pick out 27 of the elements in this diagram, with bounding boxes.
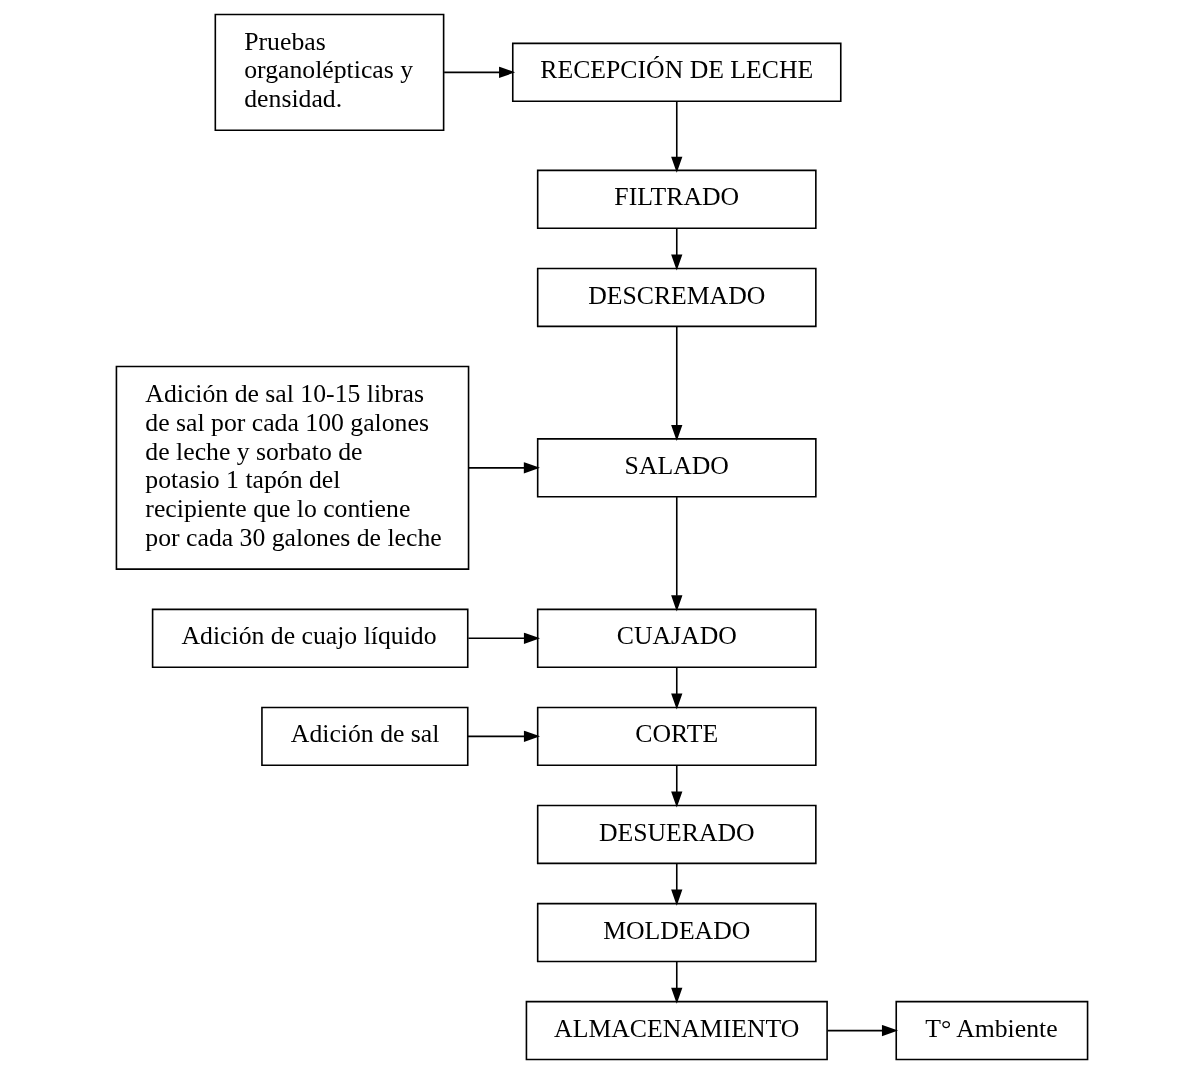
node-box: Adición de cuajo líquido: [151, 608, 469, 669]
node-box: Adición de sal 10-15 libras de sal por cada 100 galones de leche y sorbato de potasio 1 tapón del recipiente que lo contiene por cada 30 galones de leche: [115, 365, 470, 570]
node-box: SALADO: [536, 438, 817, 498]
arrow: [671, 325, 683, 442]
node-box: FILTRADO: [536, 169, 817, 230]
node-box: Adición de sal: [261, 706, 469, 767]
arrow: [671, 666, 683, 710]
node-box: DESCREMADO: [536, 267, 817, 328]
arrow: [671, 496, 683, 612]
arrow: [467, 632, 541, 644]
arrow: [671, 862, 683, 906]
node-box: MOLDEADO: [536, 902, 817, 963]
arrow: [671, 100, 683, 173]
arrow: [826, 1024, 899, 1037]
arrow: [443, 66, 516, 78]
node-box: DESUERADO: [536, 804, 817, 865]
arrow: [468, 462, 540, 474]
arrow: [671, 960, 683, 1004]
node-box: Pruebas organolépticas y densidad.: [214, 13, 445, 132]
arrow: [671, 764, 683, 808]
node-box: CUAJADO: [536, 608, 817, 669]
arrow: [671, 227, 683, 271]
node-box: T° Ambiente: [895, 1000, 1089, 1061]
node-box: ALMACENAMIENTO: [525, 1000, 828, 1061]
node-box: CORTE: [536, 706, 817, 767]
arrow: [467, 730, 541, 742]
node-box: RECEPCIÓN DE LECHE: [511, 42, 842, 103]
